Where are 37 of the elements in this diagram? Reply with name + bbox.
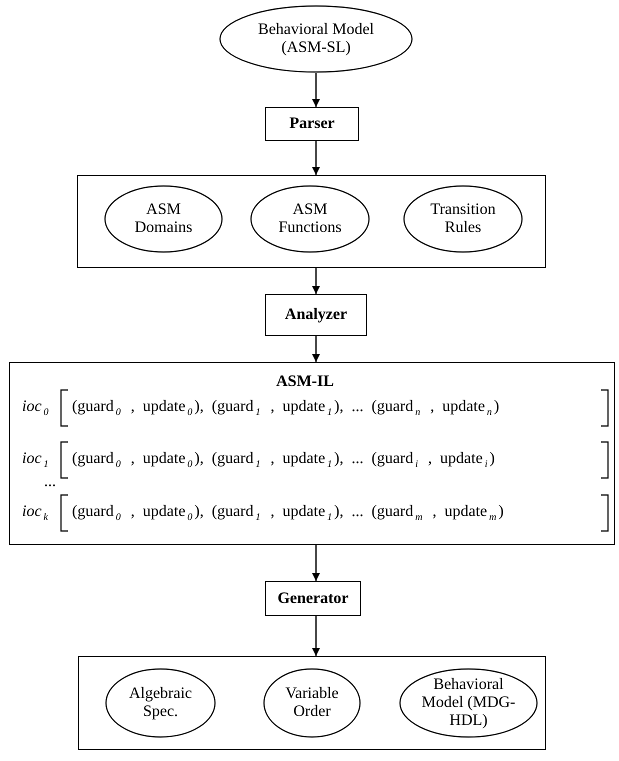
formula-text: (guard$_{0}$ , update$_{0}$), (guard$_{1}$ , update$_{1}$), ... (guard$_{n}$ , update$_{n}$) xyxy=(72,398,500,420)
ellipse-node xyxy=(403,185,523,253)
arrow xyxy=(312,268,320,294)
ellipse-node xyxy=(399,668,538,738)
node-label: ASM Domains xyxy=(134,201,194,237)
ellipse-node xyxy=(105,668,216,738)
arrow xyxy=(312,336,320,362)
arrow xyxy=(312,545,320,581)
node-label: ASM Functions xyxy=(277,201,343,237)
ellipse-node xyxy=(219,5,413,73)
process-box xyxy=(265,294,367,336)
node-label: Behavioral Model (MDG-HDL) xyxy=(420,676,516,730)
arrow xyxy=(312,73,320,107)
row-label: ioc$_{0}$ xyxy=(22,398,50,420)
node-label: Transition Rules xyxy=(429,201,497,237)
process-box xyxy=(265,581,361,616)
node-label: Parser xyxy=(288,115,336,133)
node-label: Analyzer xyxy=(284,306,348,324)
node-label: Generator xyxy=(276,590,350,608)
node-label: Algebraic Spec. xyxy=(128,685,194,721)
row-label: ioc$_{k}$ xyxy=(22,503,49,525)
panel xyxy=(9,362,615,545)
ellipse-node xyxy=(250,185,370,253)
panel-heading: ASM-IL xyxy=(275,373,335,391)
process-box xyxy=(265,107,359,141)
ellipsis-text: ... xyxy=(44,473,56,491)
arrow xyxy=(312,141,320,175)
row-label: ioc$_{1}$ xyxy=(22,450,50,472)
group-box xyxy=(78,656,546,750)
arrow xyxy=(312,616,320,656)
formula-text: (guard$_{0}$ , update$_{0}$), (guard$_{1}$ , update$_{1}$), ... (guard$_{m}$ , update$_{m}$) xyxy=(72,503,504,525)
ellipse-node xyxy=(263,668,361,738)
ellipse-node xyxy=(104,185,223,253)
group-box xyxy=(77,175,546,268)
node-label: Variable Order xyxy=(284,685,340,721)
node-label: Behavioral Model (ASM-SL) xyxy=(257,21,375,57)
formula-text: (guard$_{0}$ , update$_{0}$), (guard$_{1}$ , update$_{1}$), ... (guard$_{i}$ , update$_{i}$) xyxy=(72,450,495,472)
